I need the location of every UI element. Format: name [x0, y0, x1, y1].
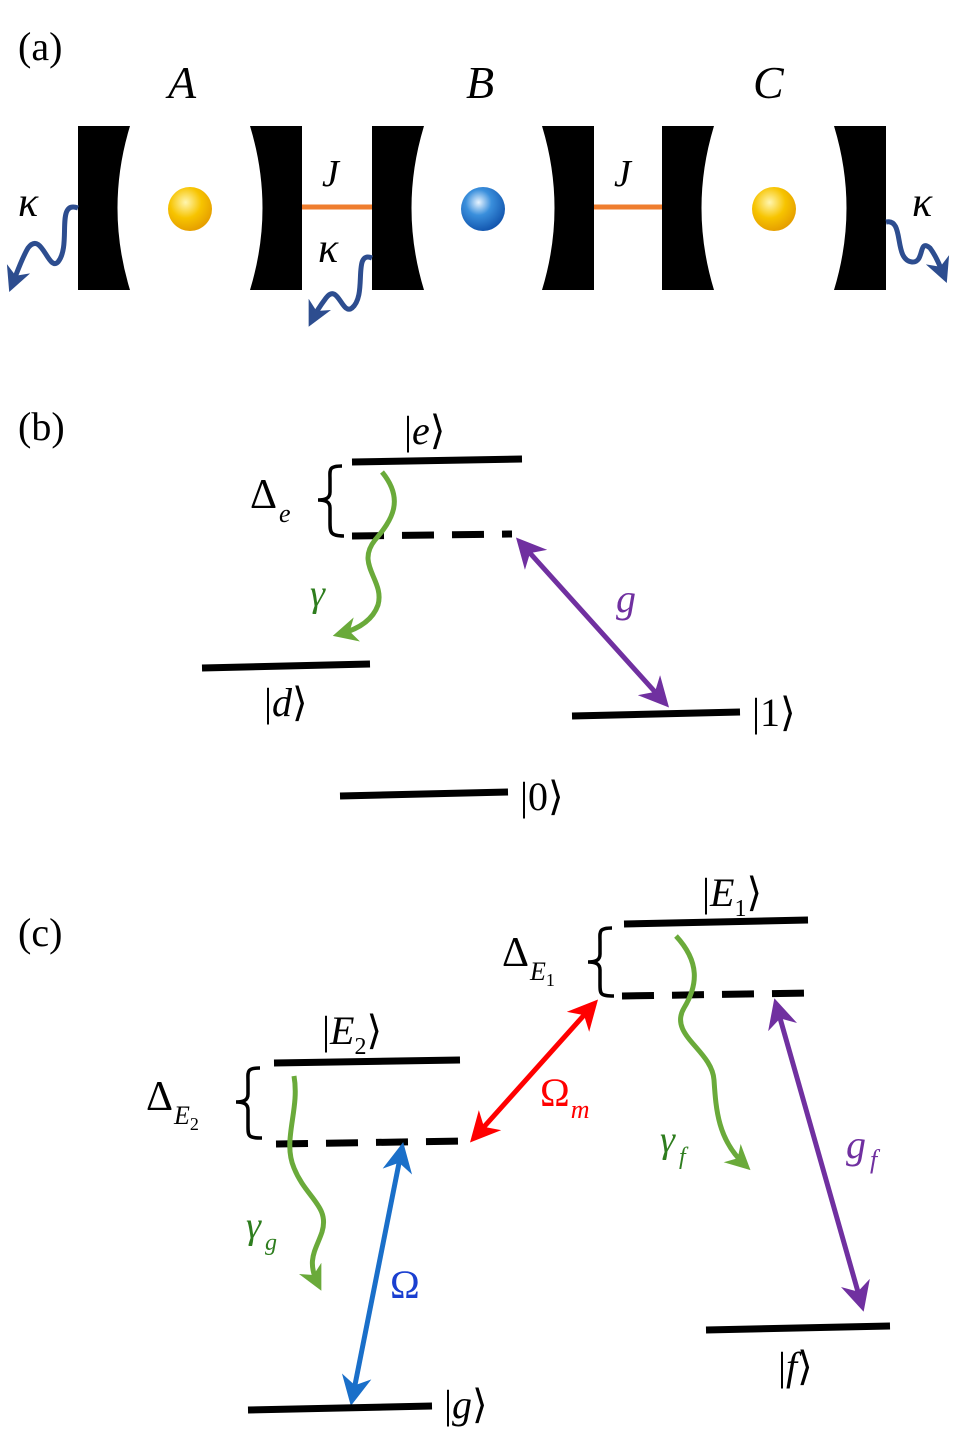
coupling-label-ab: J: [322, 153, 341, 195]
mirror-c-right: [834, 126, 886, 290]
coupling-label-b: g: [616, 576, 636, 621]
level-0: [339, 788, 509, 800]
panel-a-label: (a): [18, 24, 62, 69]
detuning-brace-b: [317, 464, 345, 538]
detuning-brace-e1: [587, 926, 615, 998]
drive-arrow-omega-m: [469, 999, 599, 1143]
level-e2: [273, 1056, 461, 1067]
coupling-arrow-f: [768, 998, 870, 1312]
decay-arrow-b: [332, 470, 397, 642]
virtual-level-e2: [275, 1137, 465, 1148]
detuning-label-b: Δe: [250, 472, 291, 528]
cavity-label-a: A: [165, 57, 197, 108]
decay-arrow-f: [674, 934, 751, 1171]
mirror-b-right: [542, 126, 594, 290]
decay-arrow-g: [287, 1075, 326, 1291]
decay-arrow-middle: [308, 254, 373, 327]
drive-label-omega-m: Ωm: [540, 1070, 590, 1124]
level-e1: [623, 916, 809, 928]
ket-f: |f⟩: [778, 1344, 813, 1389]
coupling-arrow-b: [515, 537, 670, 708]
level-g: [247, 1402, 433, 1414]
panel-a: (a) A B C J J κ κ κ: [6, 24, 950, 327]
level-e: [351, 455, 523, 466]
decay-arrow-right: [885, 219, 950, 283]
mirror-b-left: [372, 126, 424, 290]
ket-g: |g⟩: [444, 1382, 488, 1427]
decay-arrow-left: [6, 204, 79, 292]
level-f: [705, 1322, 891, 1334]
atom-a: [168, 187, 212, 231]
cavity-label-b: B: [466, 57, 494, 108]
detuning-brace-e2: [235, 1066, 263, 1140]
level-d: [201, 660, 371, 672]
panel-b: (b) |e⟩ Δe γ |d⟩ g |1⟩ |0⟩: [18, 404, 796, 819]
cavity-label-c: C: [753, 57, 785, 108]
ket-e1: |E1⟩: [702, 870, 762, 922]
coupling-label-bc: J: [614, 153, 633, 195]
decay-label-b: γ: [310, 573, 326, 615]
virtual-level-e1: [621, 989, 809, 1000]
ket-1: |1⟩: [752, 690, 796, 735]
detuning-label-e1: ΔE1: [502, 930, 555, 990]
level-1: [571, 708, 741, 720]
panel-c-label: (c): [18, 910, 62, 955]
ket-e: |e⟩: [404, 408, 445, 453]
mirror-a-right: [250, 126, 302, 290]
mirror-a-left: [78, 126, 130, 290]
atom-c: [752, 187, 796, 231]
ket-d: |d⟩: [264, 680, 308, 725]
mirror-c-left: [662, 126, 714, 290]
drive-label-omega: Ω: [390, 1262, 420, 1307]
atom-b: [461, 187, 505, 231]
panel-b-label: (b): [18, 404, 65, 449]
decay-label-left: κ: [18, 180, 39, 226]
ket-0: |0⟩: [520, 774, 564, 819]
drive-arrow-omega: [341, 1142, 413, 1406]
detuning-label-e2: ΔE2: [146, 1074, 199, 1134]
decay-label-middle: κ: [318, 226, 339, 272]
decay-label-right: κ: [912, 180, 933, 226]
ket-e2: |E2⟩: [322, 1008, 382, 1060]
